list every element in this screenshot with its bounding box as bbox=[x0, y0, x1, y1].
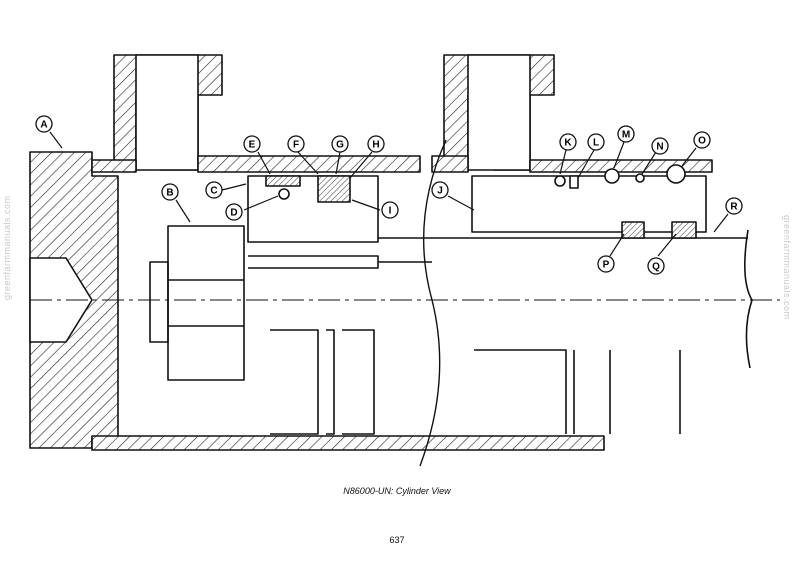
callout-m-text: M bbox=[622, 130, 630, 141]
callout-d: D bbox=[225, 203, 243, 221]
callout-r-text: R bbox=[730, 202, 738, 213]
piston-land-1 bbox=[270, 329, 319, 435]
figure-caption: N86000-UN: Cylinder View bbox=[343, 486, 451, 496]
callout-g-text: G bbox=[336, 140, 344, 151]
piston-land-2 bbox=[326, 329, 335, 435]
rod-end bbox=[149, 261, 169, 343]
seal-g bbox=[317, 175, 351, 203]
break-line bbox=[419, 139, 447, 467]
callout-l: L bbox=[587, 133, 605, 151]
callout-l-text: L bbox=[593, 138, 599, 149]
oring-k bbox=[554, 175, 566, 187]
port-fitting-left-inner bbox=[135, 54, 199, 171]
callout-labels: A B C D E F G H I J K L M N O P Q R bbox=[35, 115, 743, 275]
watermark-left: greenfarmmanuals.com bbox=[2, 195, 12, 300]
callout-m: M bbox=[617, 125, 635, 143]
callout-g: G bbox=[331, 135, 349, 153]
callout-i-text: I bbox=[389, 206, 392, 217]
callout-n-text: N bbox=[656, 142, 663, 153]
callout-j-text: J bbox=[437, 186, 443, 197]
callout-r: R bbox=[725, 197, 743, 215]
cylinder-diagram: A B C D E F G H I J K L M N O P Q R bbox=[29, 54, 780, 467]
gland-body bbox=[471, 175, 707, 233]
port-fitting-right-inner bbox=[467, 54, 531, 171]
callout-a-text: A bbox=[40, 120, 47, 131]
piston-nut-face bbox=[168, 279, 244, 327]
piston-land-3 bbox=[342, 329, 375, 435]
callout-p-text: P bbox=[603, 260, 610, 271]
seal-p bbox=[621, 221, 645, 239]
ball-o bbox=[666, 164, 686, 184]
callout-e: E bbox=[243, 135, 261, 153]
seal-q bbox=[671, 221, 697, 239]
oring-d bbox=[278, 188, 290, 200]
ball-m bbox=[604, 168, 620, 184]
rod-break bbox=[744, 229, 753, 369]
callout-b: B bbox=[161, 183, 179, 201]
callout-h: H bbox=[367, 135, 385, 153]
callout-f: F bbox=[287, 135, 305, 153]
page-number: 637 bbox=[389, 535, 405, 545]
callout-a: A bbox=[35, 115, 53, 133]
oring-n bbox=[635, 173, 645, 183]
callout-i: I bbox=[381, 201, 399, 219]
callout-o: O bbox=[693, 131, 711, 149]
gland-lower-lands bbox=[474, 349, 681, 434]
callout-f-text: F bbox=[293, 140, 299, 151]
callout-c: C bbox=[205, 181, 223, 199]
watermark-right: greenfarmmanuals.com bbox=[782, 215, 792, 320]
piston-nut bbox=[167, 225, 245, 381]
callout-j: J bbox=[431, 181, 449, 199]
tube-wall-bottom bbox=[91, 435, 605, 451]
piston-lower bbox=[248, 255, 379, 269]
callout-c-text: C bbox=[210, 186, 217, 197]
tube-wall-top-left bbox=[91, 159, 137, 173]
callout-h-text: H bbox=[372, 140, 379, 151]
callout-n: N bbox=[651, 137, 669, 155]
callout-q: Q bbox=[647, 257, 665, 275]
callout-k: K bbox=[559, 133, 577, 151]
ring-l bbox=[569, 175, 579, 189]
callout-k-text: K bbox=[564, 138, 572, 149]
seal-e bbox=[265, 175, 301, 187]
tube-wall-top-mid2 bbox=[431, 155, 469, 173]
callout-d-text: D bbox=[230, 208, 237, 219]
piston-rod bbox=[378, 237, 748, 263]
callout-q-text: Q bbox=[652, 262, 660, 273]
callout-b-text: B bbox=[166, 188, 173, 199]
callout-e-text: E bbox=[249, 140, 256, 151]
callout-p: P bbox=[597, 255, 615, 273]
callout-o-text: O bbox=[698, 136, 706, 147]
